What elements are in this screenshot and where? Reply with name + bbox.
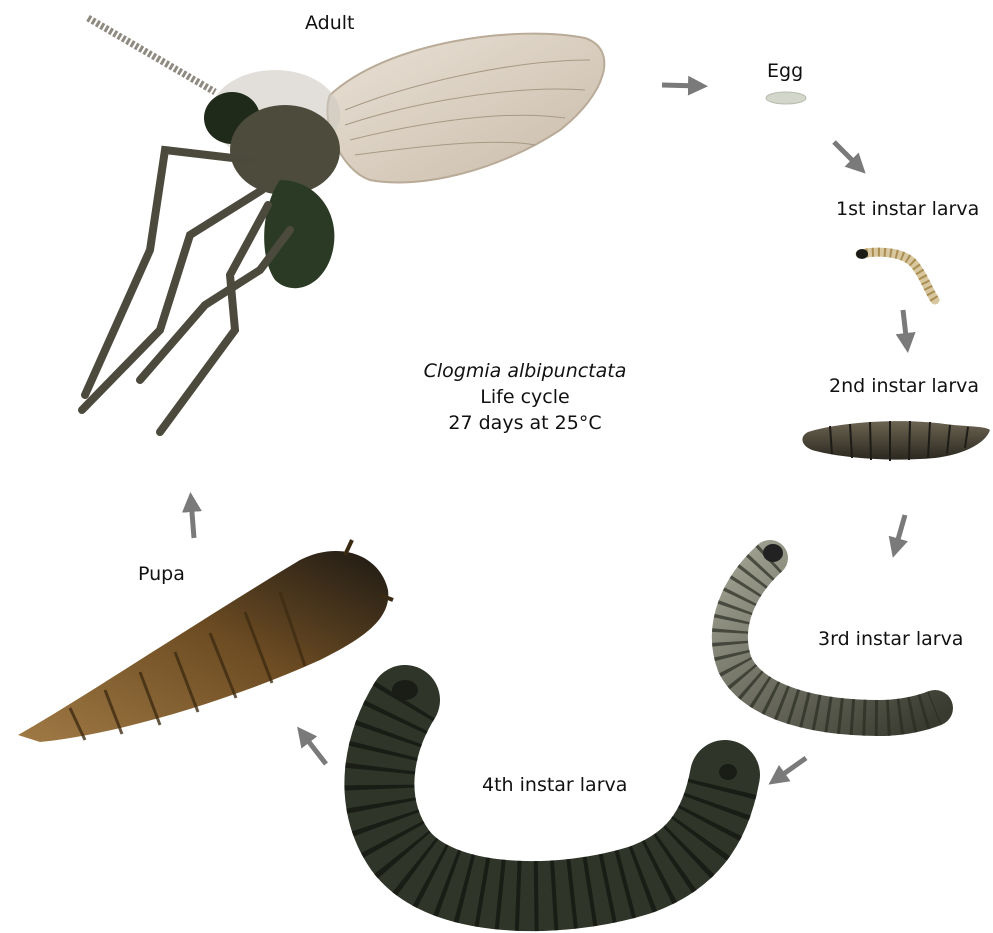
arrow-l4-to-pupa [302,733,326,764]
third-instar-label: 3rd instar larva [818,630,963,649]
species-name: Clogmia albipunctata [400,358,650,384]
egg-label: Egg [767,62,803,81]
egg-image [766,92,806,104]
center-caption: Clogmia albipunctata Life cycle 27 days … [400,358,650,436]
fourth-instar-label: 4th instar larva [482,776,627,795]
pupa-label: Pupa [138,565,185,584]
arrow-egg-to-l1 [834,142,860,168]
adult-label: Adult [305,14,355,33]
arrow-l1-to-l2 [903,310,907,345]
legs [82,150,290,432]
arrow-l3-to-l4 [775,758,806,780]
arrow-adult-to-egg [662,85,700,86]
duration-text: 27 days at 25°C [400,410,650,436]
first-instar-larva-image [856,249,935,300]
arrow-pupa-to-adult [191,500,194,538]
pupa-image [18,540,393,742]
second-instar-label: 2nd instar larva [829,377,979,396]
wing [327,34,604,183]
abdomen [264,180,334,288]
second-instar-larva-image [802,421,990,461]
life-cycle-text: Life cycle [400,384,650,410]
first-instar-label: 1st instar larva [836,200,979,219]
arrow-l2-to-l3 [895,515,905,550]
antenna [88,18,215,92]
